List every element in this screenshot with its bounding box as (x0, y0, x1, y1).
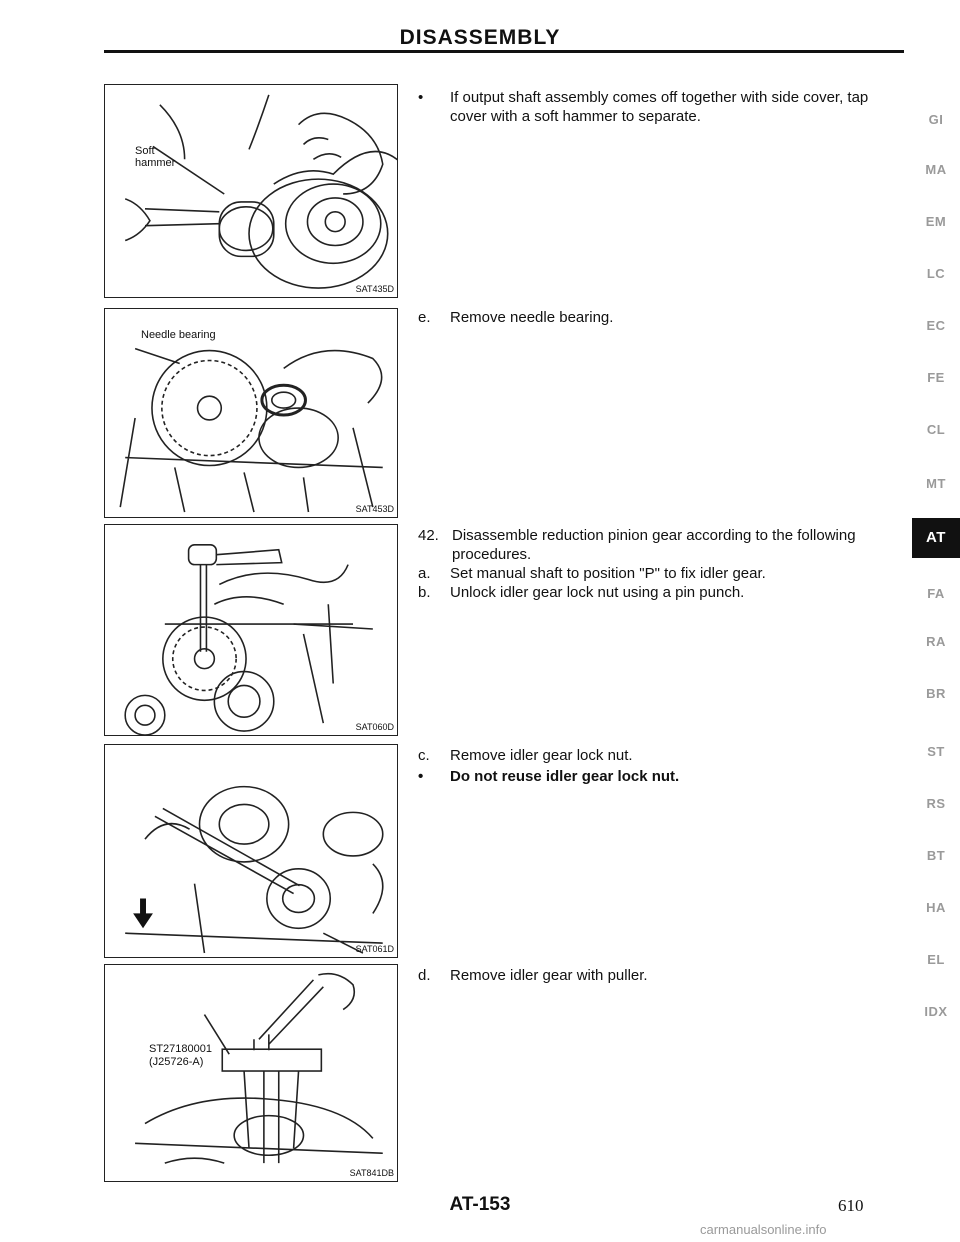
section-tab-el[interactable]: EL (927, 952, 945, 967)
figure-code: SAT453D (355, 504, 394, 514)
section-tab-cl[interactable]: CL (926, 422, 946, 437)
label-tool-number: ST27180001 (149, 1043, 212, 1055)
section-tab-em[interactable]: EM (925, 214, 947, 229)
figure-code: SAT061D (355, 944, 394, 954)
step-text: If output shaft assembly comes off toget… (450, 89, 869, 125)
section-tab-ec[interactable]: EC (926, 318, 946, 333)
section-page-label: AT-153 (449, 1194, 511, 1215)
illustration-lock-nut (125, 785, 384, 954)
figure-pin-punch: SAT060D (104, 524, 398, 736)
step-text: Set manual shaft to position "P" to fix … (450, 565, 766, 582)
step-text: Remove needle bearing. (450, 309, 614, 326)
section-tab-mt[interactable]: MT (926, 476, 946, 491)
illustration-pin-punch (124, 544, 373, 735)
figure-soft-hammer: Soft hammer SAT435D (104, 84, 398, 298)
section-tab-ha[interactable]: HA (926, 900, 946, 915)
page-title: DISASSEMBLY (399, 26, 561, 49)
section-tab-fe[interactable]: FE (927, 370, 945, 385)
illustration-needle-bearing (119, 347, 383, 513)
section-tab-bt[interactable]: BT (926, 848, 946, 863)
section-tab-at[interactable]: AT (912, 518, 960, 558)
step-a: a. Set manual shaft to position "P" to f… (418, 564, 908, 583)
label-tool-kent-moore: (J25726-A) (149, 1056, 204, 1068)
section-tab-br[interactable]: BR (926, 686, 946, 701)
step-marker: • (418, 89, 424, 106)
figure-code: SAT841DB (349, 1168, 394, 1178)
figure-lock-nut: SAT061D (104, 744, 398, 958)
watermark: carmanualsonline.info (700, 1222, 827, 1237)
step-marker: e. (418, 309, 431, 326)
step-marker: 42. (418, 527, 439, 544)
header-rule (104, 50, 904, 53)
section-tab-ra[interactable]: RA (926, 634, 946, 649)
step-marker: d. (418, 967, 431, 984)
warning-no-reuse: • Do not reuse idler gear lock nut. (418, 767, 908, 786)
step-d: d. Remove idler gear with puller. (418, 966, 908, 985)
step-text: Remove idler gear with puller. (450, 967, 648, 984)
step-marker: b. (418, 584, 431, 601)
step-text: Do not reuse idler gear lock nut. (450, 768, 680, 785)
figure-needle-bearing: Needle bearing SAT453D (104, 308, 398, 518)
label-needle-bearing: Needle bearing (141, 329, 216, 341)
section-tab-lc[interactable]: LC (926, 266, 946, 281)
step-marker: a. (418, 565, 431, 582)
step-c: c. Remove idler gear lock nut. (418, 746, 908, 765)
down-arrow-icon (133, 898, 153, 929)
step-remove-needle-bearing: e. Remove needle bearing. (418, 308, 908, 327)
step-text: Disassemble reduction pinion gear accord… (452, 527, 856, 563)
label-soft: Soft (135, 145, 155, 157)
step-output-shaft: • If output shaft assembly comes off tog… (418, 88, 908, 126)
figure-puller: ST27180001 (J25726-A) SAT841DB (104, 964, 398, 1182)
section-tab-st[interactable]: ST (927, 744, 945, 759)
step-b: b. Unlock idler gear lock nut using a pi… (418, 583, 908, 602)
section-tab-rs[interactable]: RS (926, 796, 946, 811)
illustration-puller (135, 972, 383, 1164)
section-tab-idx[interactable]: IDX (924, 1004, 948, 1019)
step-marker: • (418, 768, 424, 785)
label-hammer: hammer (135, 157, 176, 169)
figure-code: SAT060D (355, 722, 394, 732)
figure-code: SAT435D (355, 284, 394, 294)
step-text: Remove idler gear lock nut. (450, 747, 633, 764)
section-tab-gi[interactable]: GI (928, 112, 944, 127)
section-tab-ma[interactable]: MA (925, 162, 947, 177)
step-marker: c. (418, 747, 430, 764)
page-number: 610 (838, 1196, 864, 1215)
step-42: 42. Disassemble reduction pinion gear ac… (418, 526, 908, 564)
illustration-soft-hammer (124, 94, 397, 289)
step-text: Unlock idler gear lock nut using a pin p… (450, 584, 745, 601)
section-tab-fa[interactable]: FA (927, 586, 945, 601)
